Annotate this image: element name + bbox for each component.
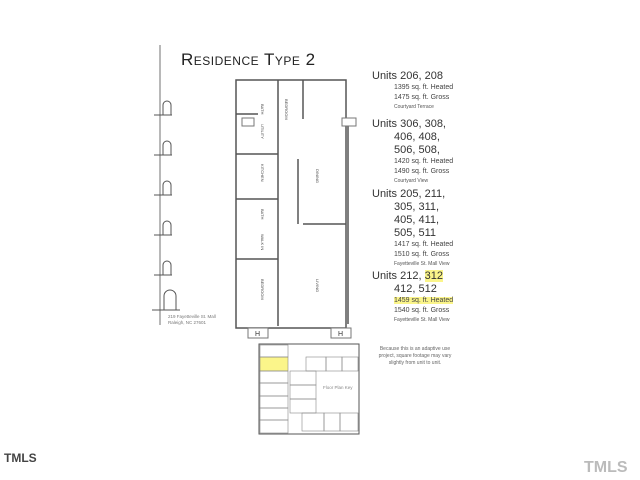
heated-sqft: 1417 sq. ft. Heated <box>394 241 454 248</box>
gross-sqft: 1475 sq. ft. Gross <box>394 94 450 101</box>
room-label: KITCHEN <box>260 164 265 182</box>
unit-group: Units 206, 208 1395 sq. ft. Heated 1475 … <box>372 70 453 112</box>
floor-plan: H H BATH BEDROOM UTILITY KITCHEN DINING … <box>235 79 357 339</box>
unit-numbers: 406, 408, <box>394 131 440 143</box>
highlighted-unit-number: 312 <box>424 270 443 282</box>
unit-numbers: 505, 511 <box>394 227 437 239</box>
unit-numbers: Units 212, 312 <box>372 270 453 283</box>
unit-group: Units 306, 308, 406, 408, 506, 508, 1420… <box>372 118 453 186</box>
room-label: BATH <box>260 104 265 114</box>
unit-group: Units 205, 211, 305, 311, 405, 411, 505,… <box>372 188 453 269</box>
room-label: UTILITY <box>260 124 265 139</box>
gross-sqft: 1540 sq. ft. Gross <box>394 307 450 314</box>
room-label: BATH <box>260 209 265 219</box>
room-label: DINING <box>315 169 320 183</box>
heated-sqft: 1395 sq. ft. Heated <box>394 84 454 91</box>
address-line: 219 Fayetteville St. Mall <box>168 314 216 319</box>
unit-numbers: 305, 311, <box>394 201 440 213</box>
unit-view: Fayetteville St. Mall View <box>394 317 450 323</box>
room-label: BEDROOM <box>260 279 265 300</box>
gross-sqft: 1490 sq. ft. Gross <box>394 168 450 175</box>
unit-numbers: Units 306, 308, <box>372 118 446 130</box>
key-plan-label: Floor Plan Key <box>323 385 353 390</box>
unit-view: Courtyard View <box>394 178 429 184</box>
footage-note: Because this is an adaptive use project,… <box>378 346 452 366</box>
unit-group: Units 212, 312 412, 512 1459 sq. ft. Hea… <box>372 270 454 325</box>
unit-numbers: 405, 411, <box>394 214 440 226</box>
room-label: BEDROOM <box>284 99 289 120</box>
room-label: LIVING <box>315 279 320 292</box>
gross-sqft: 1510 sq. ft. Gross <box>394 251 450 258</box>
watermark: TMLS <box>584 459 628 476</box>
unit-view: Courtyard Terrace <box>394 104 434 110</box>
key-plan <box>258 343 360 435</box>
hvac-label-h: H <box>255 331 260 338</box>
hvac-label-h: H <box>338 331 343 338</box>
unit-numbers: 412, 512 <box>394 283 437 295</box>
unit-view: Fayetteville St. Mall View <box>394 261 450 267</box>
address: 219 Fayetteville St. Mall Raleigh, NC 27… <box>168 314 216 326</box>
unit-numbers-prefix: Units 212, <box>372 270 425 282</box>
address-line: Raleigh, NC 27601 <box>168 320 207 325</box>
unit-numbers: Units 206, 208 <box>372 70 443 82</box>
building-logo-icon <box>152 45 180 325</box>
room-label: WALK IN <box>260 234 265 250</box>
unit-numbers: 506, 508, <box>394 144 440 156</box>
heated-sqft: 1459 sq. ft. Heated <box>394 297 454 304</box>
unit-numbers: Units 205, 211, <box>372 188 446 200</box>
highlighted-unit <box>259 356 289 372</box>
page-title: Residence Type 2 <box>181 50 316 69</box>
watermark: TMLS <box>4 451 37 465</box>
heated-sqft: 1420 sq. ft. Heated <box>394 158 454 165</box>
